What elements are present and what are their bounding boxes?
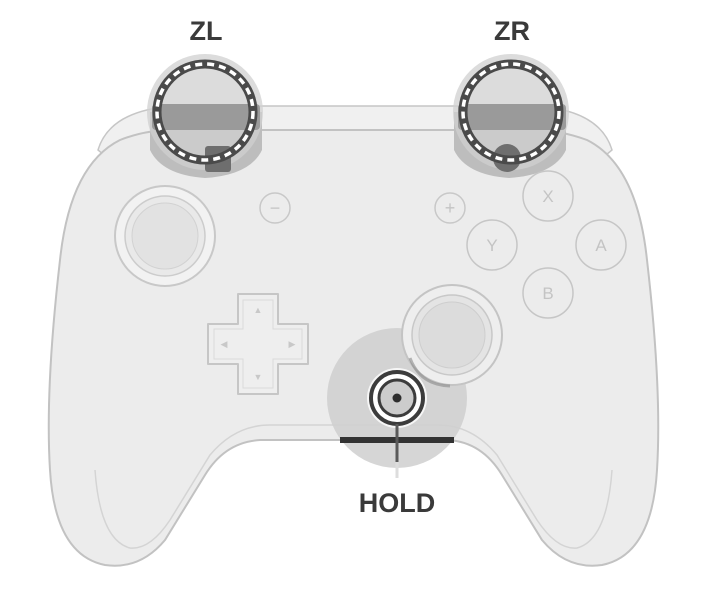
dpad[interactable]: ▲ ▼ ◀ ▶ [207,293,309,395]
zr-button[interactable] [458,104,566,130]
left-stick[interactable] [114,185,216,287]
minus-button[interactable]: − [259,192,291,224]
b-button[interactable]: B [522,267,574,319]
zr-trigger-highlight [453,54,569,178]
a-button-label: A [595,236,607,255]
minus-symbol: − [270,198,281,218]
b-button-label: B [542,284,553,303]
y-button-label: Y [486,236,497,255]
hold-button[interactable] [367,368,427,428]
dpad-left-icon: ◀ [221,339,228,349]
dpad-right-icon: ▶ [289,339,296,349]
hold-button-center-dot [392,393,402,403]
dpad-up-icon: ▲ [254,305,263,315]
y-button[interactable]: Y [466,219,518,271]
hold-label: HOLD [359,488,436,518]
x-button-label: X [542,187,553,206]
zl-trigger-highlight [147,54,263,178]
a-button[interactable]: A [575,219,627,271]
zr-label: ZR [494,16,530,46]
x-button[interactable]: X [522,170,574,222]
plus-button[interactable]: + [434,192,466,224]
plus-symbol: + [445,198,456,218]
right-stick[interactable] [401,284,503,388]
zl-button[interactable] [152,104,260,130]
zl-label: ZL [190,16,223,46]
dpad-down-icon: ▼ [254,372,263,382]
